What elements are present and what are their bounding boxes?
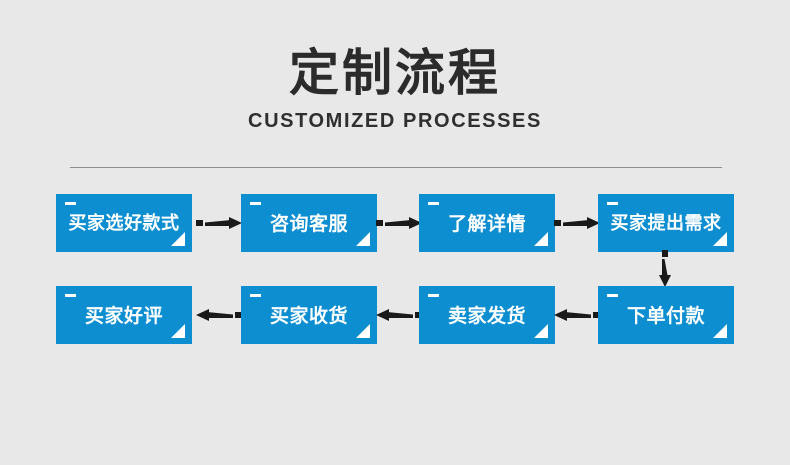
arrow-left-icon-2	[376, 307, 422, 323]
arrow-head	[409, 217, 422, 229]
triangle-marker-icon	[534, 324, 548, 338]
flow-step-7: 买家收货	[241, 286, 377, 344]
arrow-tick	[196, 220, 203, 226]
page-subtitle: CUSTOMIZED PROCESSES	[248, 110, 542, 132]
triangle-marker-icon	[356, 324, 370, 338]
flow-step-4: 买家提出需求	[598, 194, 734, 252]
flow-step-5: 下单付款	[598, 286, 734, 344]
page-title: 定制流程	[289, 44, 501, 102]
header: 定制流程 CUSTOMIZED PROCESSES	[0, 44, 790, 134]
arrow-tick	[235, 312, 242, 318]
flow-step-8: 买家好评	[56, 286, 192, 344]
arrow-shaft	[205, 220, 231, 226]
dash-marker-icon	[65, 294, 76, 297]
dash-marker-icon	[250, 202, 261, 205]
arrow-head	[229, 217, 242, 229]
dash-marker-icon	[250, 294, 261, 297]
dash-marker-icon	[65, 202, 76, 205]
triangle-marker-icon	[356, 232, 370, 246]
arrow-shaft	[387, 312, 413, 318]
arrow-tick	[415, 312, 422, 318]
arrow-down-icon	[657, 250, 673, 287]
flow-step-4-label: 买家提出需求	[610, 213, 722, 234]
arrow-right-icon-3	[554, 215, 600, 231]
arrow-head	[587, 217, 600, 229]
arrow-tick	[554, 220, 561, 226]
flow-step-5-label: 下单付款	[626, 304, 705, 327]
dash-marker-icon	[607, 294, 618, 297]
flow-step-2: 咨询客服	[241, 194, 377, 252]
arrow-head	[554, 309, 567, 321]
dash-marker-icon	[428, 202, 439, 205]
flow-step-6: 卖家发货	[419, 286, 555, 344]
arrow-left-icon-3	[554, 307, 600, 323]
flow-step-1-label: 买家选好款式	[68, 213, 180, 234]
arrow-tick	[376, 220, 383, 226]
flow-step-7-label: 买家收货	[269, 304, 348, 327]
arrow-right-icon-2	[376, 215, 422, 231]
arrow-head	[196, 309, 209, 321]
arrow-head	[376, 309, 389, 321]
dash-marker-icon	[607, 202, 618, 205]
flow-step-1: 买家选好款式	[56, 194, 192, 252]
header-divider	[70, 167, 722, 168]
flow-step-8-label: 买家好评	[84, 304, 163, 327]
arrow-right-icon-1	[196, 215, 242, 231]
flow-step-3: 了解详情	[419, 194, 555, 252]
arrow-shaft	[565, 312, 591, 318]
arrow-tick	[662, 250, 668, 257]
arrow-shaft	[662, 259, 668, 278]
arrow-shaft	[563, 220, 589, 226]
arrow-head	[659, 275, 671, 287]
arrow-shaft	[385, 220, 411, 226]
flow-step-3-label: 了解详情	[447, 212, 526, 235]
triangle-marker-icon	[713, 324, 727, 338]
triangle-marker-icon	[534, 232, 548, 246]
triangle-marker-icon	[171, 324, 185, 338]
flow-step-2-label: 咨询客服	[269, 212, 348, 235]
flow-step-6-label: 卖家发货	[447, 304, 526, 327]
arrow-left-icon-1	[196, 307, 242, 323]
triangle-marker-icon	[171, 232, 185, 246]
arrow-shaft	[207, 312, 233, 318]
dash-marker-icon	[428, 294, 439, 297]
arrow-tick	[593, 312, 600, 318]
triangle-marker-icon	[713, 232, 727, 246]
